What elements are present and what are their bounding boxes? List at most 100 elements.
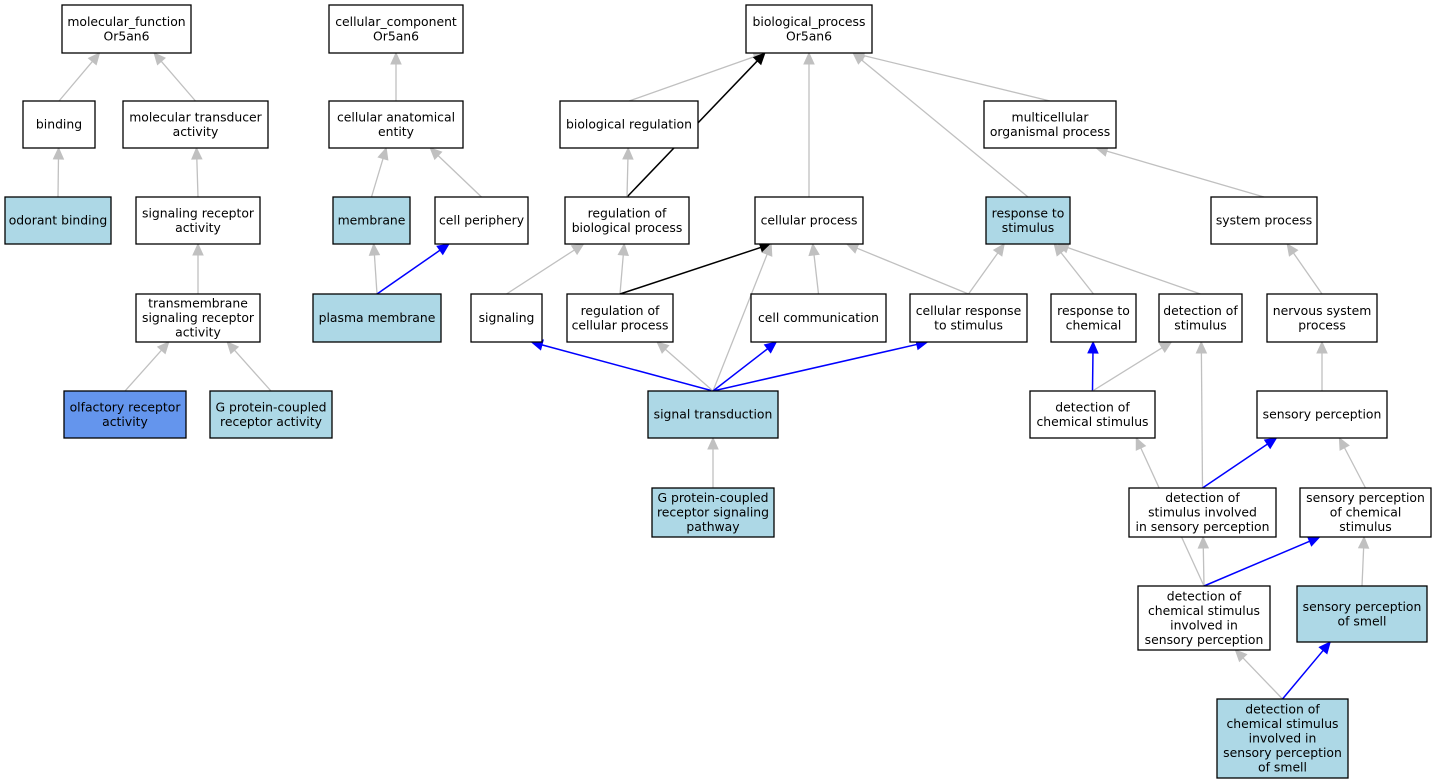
edge-cellper-to-cae xyxy=(437,155,482,198)
node-box xyxy=(1128,487,1277,538)
node-signaling[interactable]: signaling xyxy=(470,293,543,343)
node-cellper[interactable]: cell periphery xyxy=(434,196,529,245)
node-label: activity xyxy=(175,325,221,340)
node-label: receptor signaling xyxy=(657,505,769,520)
arrow-head-icon xyxy=(707,436,719,450)
node-label: activity xyxy=(173,124,219,139)
node-box xyxy=(22,100,96,149)
arrow-head-icon xyxy=(1306,536,1321,547)
node-box xyxy=(909,293,1028,343)
node-label: detection of xyxy=(1167,588,1242,603)
node-binding[interactable]: binding xyxy=(22,100,96,149)
node-label: chemical xyxy=(1066,317,1122,332)
arrow-head-icon xyxy=(1135,436,1147,451)
node-label: biological regulation xyxy=(566,117,692,132)
node-label: involved in xyxy=(1249,731,1317,746)
node-label: G protein-coupled xyxy=(215,399,326,414)
node-box xyxy=(651,487,775,538)
node-cellcomm[interactable]: cell communication xyxy=(750,293,887,343)
edge-bioreg-to-bp xyxy=(628,56,755,102)
edge-sensperchem-to-sensperc xyxy=(1343,447,1367,489)
node-label: signaling xyxy=(479,310,535,325)
node-box xyxy=(61,4,192,54)
node-label: pathway xyxy=(686,519,739,534)
arrow-head-icon xyxy=(368,242,381,256)
edge-respstim-to-bp xyxy=(861,59,1029,198)
edge-sigtrans-to-regcell xyxy=(664,348,714,392)
edge-sigrec-to-mtrans xyxy=(196,158,199,198)
node-label: membrane xyxy=(338,213,406,228)
arrow-head-icon xyxy=(377,146,389,161)
node-sensperc[interactable]: sensory perception xyxy=(1256,390,1388,439)
arrow-head-icon xyxy=(1197,535,1210,549)
edge-plasma-to-cellper xyxy=(376,249,441,295)
arrow-head-icon xyxy=(1286,243,1299,257)
node-membrane[interactable]: membrane xyxy=(332,196,411,245)
node-sysproc[interactable]: system process xyxy=(1210,196,1318,245)
arrow-head-icon xyxy=(992,243,1005,257)
node-label: chemical stimulus xyxy=(1226,716,1338,731)
node-label: plasma membrane xyxy=(319,310,436,325)
node-label: receptor activity xyxy=(220,414,322,429)
node-label: detection of xyxy=(1165,490,1240,505)
node-box xyxy=(1158,293,1243,343)
node-box xyxy=(566,293,674,343)
arrow-head-icon xyxy=(156,341,170,355)
arrow-head-icon xyxy=(226,341,240,355)
node-label: cellular_component xyxy=(335,14,457,29)
node-label: activity xyxy=(175,220,221,235)
node-label: biological process xyxy=(572,220,683,235)
edge-sysproc-to-multi xyxy=(1106,150,1265,198)
edge-sigtrans-to-cellcomm xyxy=(712,348,769,392)
edge-detstimsens-to-detstim xyxy=(1200,352,1204,489)
arrow-head-icon xyxy=(845,243,860,254)
edge-detchem-to-detstim xyxy=(1092,347,1163,392)
node-plasma[interactable]: plasma membrane xyxy=(312,293,442,343)
edge-sigtrans-to-signaling xyxy=(541,344,714,392)
arrow-head-icon xyxy=(1234,649,1248,663)
node-label: regulation of xyxy=(581,303,660,318)
node-label: regulation of xyxy=(588,205,667,220)
arrow-head-icon xyxy=(803,51,815,65)
node-label: involved in xyxy=(1170,617,1238,632)
node-box xyxy=(1210,196,1318,245)
node-odorant[interactable]: odorant binding xyxy=(4,196,112,245)
node-bioreg[interactable]: biological regulation xyxy=(559,100,699,149)
node-label: multicellular xyxy=(1012,109,1090,124)
edge-signaling-to-regbio xyxy=(506,249,575,295)
node-box xyxy=(564,196,690,245)
node-box xyxy=(1137,585,1271,651)
node-sigtrans[interactable]: signal transduction xyxy=(647,390,779,439)
arrow-head-icon xyxy=(761,242,773,257)
node-box xyxy=(209,390,333,439)
arrow-head-icon xyxy=(1316,340,1328,354)
edge-olfrec-to-tmsig xyxy=(124,349,162,392)
node-label: of smell xyxy=(1338,613,1387,628)
node-cellproc[interactable]: cellular process xyxy=(754,196,864,245)
